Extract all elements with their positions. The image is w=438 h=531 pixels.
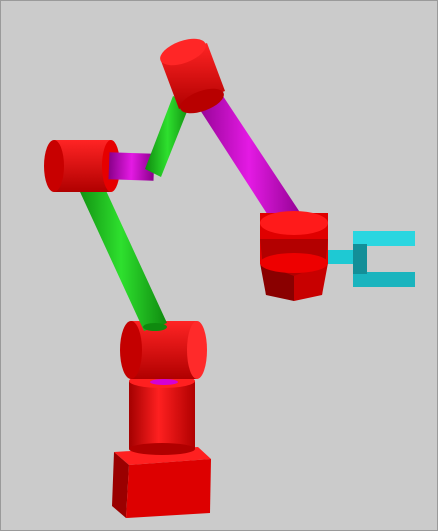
elbow-joint — [44, 140, 120, 192]
link-upper-green — [145, 96, 190, 177]
wrist-joint — [260, 211, 328, 301]
base-block — [112, 447, 211, 518]
base-cylinder — [129, 374, 195, 455]
link-forearm-magenta — [191, 84, 307, 237]
link-lower-green — [75, 171, 167, 331]
gripper — [328, 231, 415, 287]
top-joint — [160, 38, 225, 114]
elbow-stub-magenta — [108, 152, 155, 181]
shoulder-joint — [120, 321, 207, 379]
